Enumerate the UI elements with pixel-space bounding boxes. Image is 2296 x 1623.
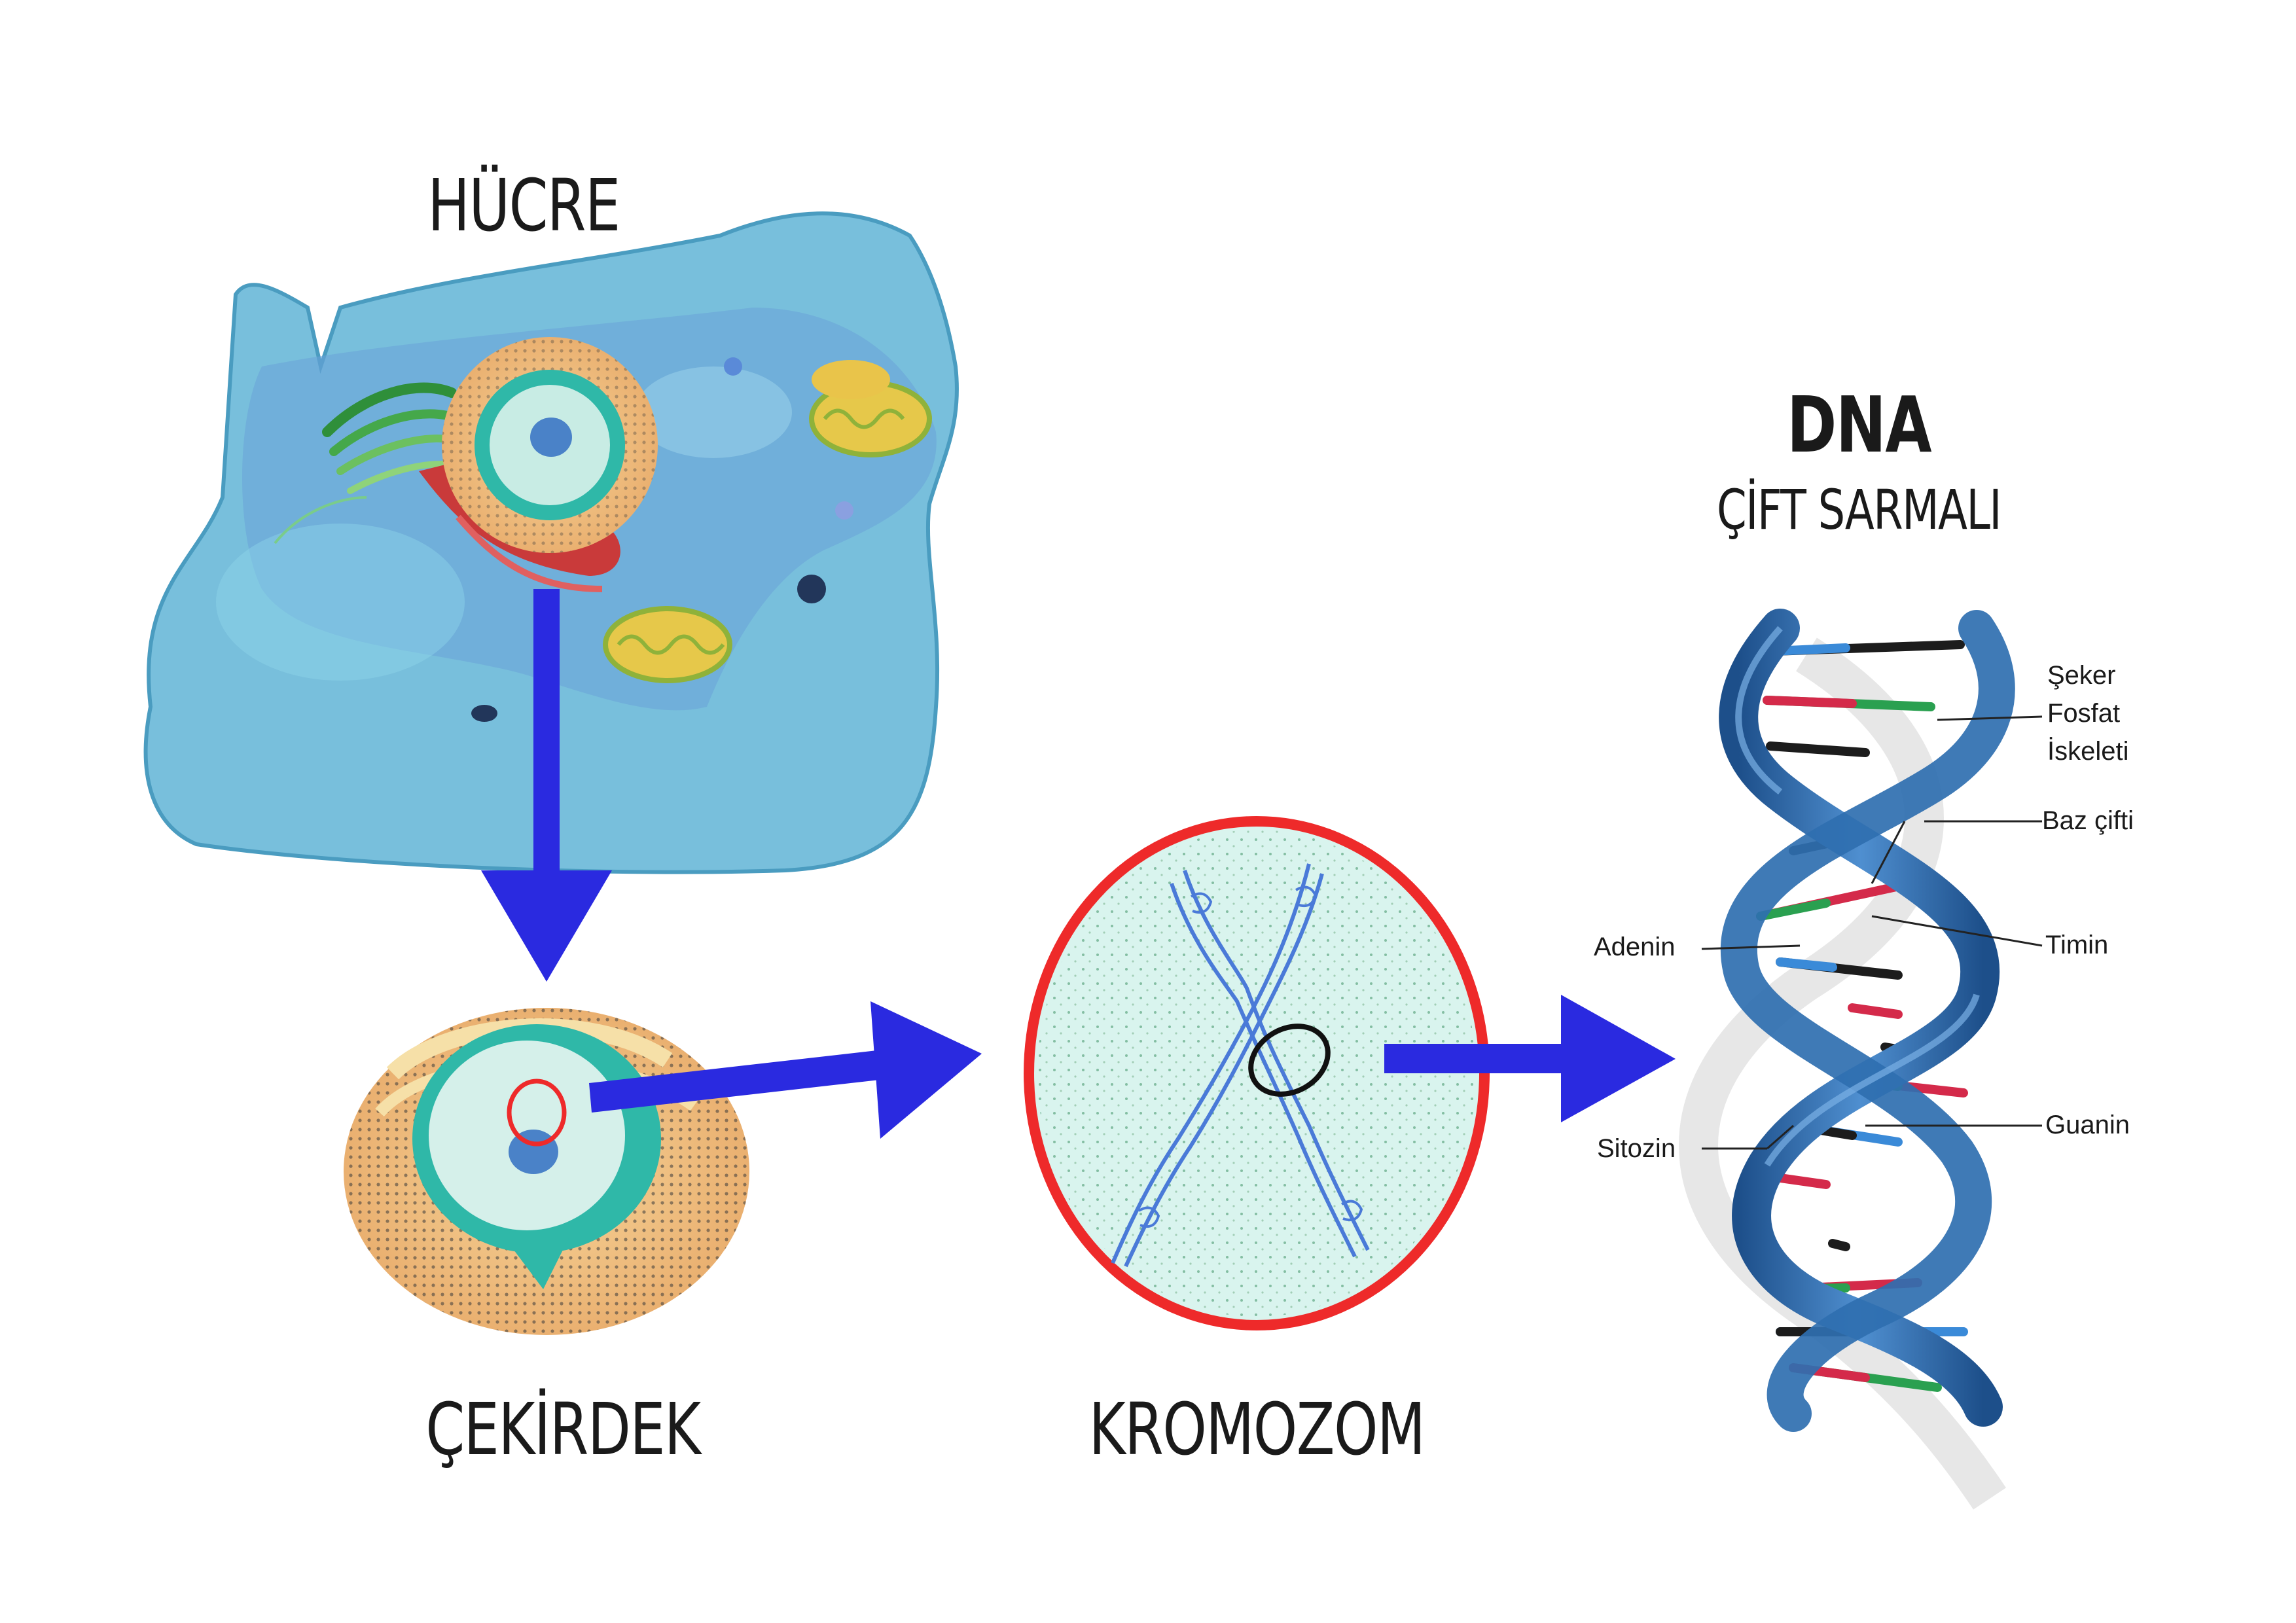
label-sugar-phosphate-2: Fosfat	[2047, 699, 2121, 728]
label-base-pair: Baz çifti	[2042, 806, 2134, 835]
nucleus-illustration	[344, 1008, 749, 1335]
cell-nucleus	[442, 337, 658, 553]
nucleus-highlight-ring	[507, 1079, 567, 1147]
dna-backbone-strand	[1720, 610, 2015, 1432]
cell-title: HÜCRE	[427, 164, 620, 247]
label-cytosine: Sitozin	[1597, 1134, 1676, 1163]
mitochondrion	[603, 606, 732, 683]
label-thymine: Timin	[2045, 931, 2109, 959]
label-adenine: Adenin	[1594, 933, 1676, 961]
label-guanine: Guanin	[2045, 1111, 2130, 1139]
arrow-cell-to-nucleus	[481, 589, 612, 982]
dna-label-leaders	[1701, 715, 2043, 1150]
dna-double-helix-illustration	[1679, 609, 2043, 1510]
dna-subtitle: ÇİFT SARMALI	[1716, 478, 2002, 542]
chromosome-strands	[1111, 863, 1370, 1268]
arrow-chromosome-to-dna	[1384, 995, 1676, 1122]
chromosome-illustration	[1024, 816, 1490, 1330]
dna-title: DNA	[1787, 380, 1932, 470]
nucleus-title: ÇEKİRDEK	[425, 1387, 701, 1471]
arrow-nucleus-to-chromosome	[589, 1001, 982, 1139]
chromosome-title: KROMOZOM	[1088, 1387, 1426, 1471]
animal-cell-illustration	[143, 211, 959, 874]
label-sugar-phosphate-1: Şeker	[2047, 661, 2116, 690]
chromosome-highlight-ring	[1248, 1024, 1331, 1097]
label-sugar-phosphate-3: İskeleti	[2047, 737, 2129, 766]
